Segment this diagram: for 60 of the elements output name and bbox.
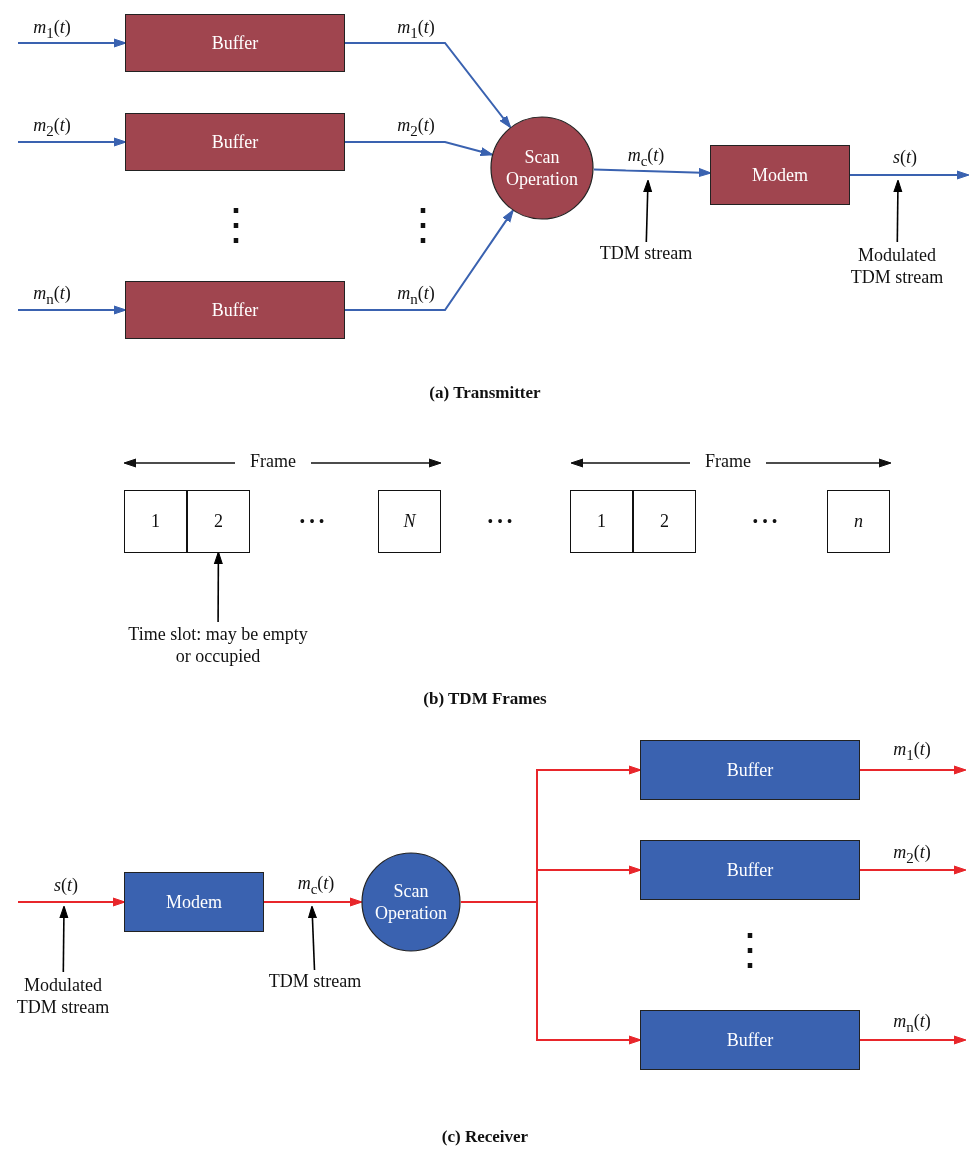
- arrow: [344, 42, 512, 129]
- ellipsis-dots: ⋮: [400, 200, 446, 250]
- arrow: [17, 137, 127, 147]
- node-label: Scan Operation: [374, 879, 448, 925]
- node-label: Buffer: [211, 299, 259, 321]
- edge-label: s(t): [52, 876, 80, 896]
- ellipsis-dots: • • •: [486, 513, 514, 531]
- figure-caption: (b) TDM Frames: [421, 689, 549, 709]
- process-box: [125, 113, 345, 171]
- annotation-text: Time slot: may be empty or occupied: [126, 622, 310, 670]
- arrow: [17, 38, 127, 48]
- leader-line: [643, 179, 653, 243]
- arrow: [849, 170, 970, 180]
- arrow: [344, 141, 494, 157]
- process-box: [125, 14, 345, 72]
- node-label: Buffer: [726, 1029, 774, 1051]
- arrow: [17, 305, 127, 315]
- arrow: [859, 765, 967, 775]
- arrow: [263, 897, 363, 907]
- process-box: [124, 872, 264, 932]
- arrow: [593, 168, 712, 178]
- ellipsis-dots: ⋮: [727, 925, 773, 975]
- process-box: [640, 740, 860, 800]
- node-label: Buffer: [211, 131, 259, 153]
- ellipsis-dots: ⋮: [213, 200, 259, 250]
- annotation-text: TDM stream: [590, 242, 702, 266]
- time-slot-box: 1: [124, 490, 187, 553]
- annotation-text: TDM stream: [258, 970, 372, 994]
- node-label: Modem: [166, 891, 222, 913]
- leader-line: [893, 179, 903, 243]
- edge-label: m$_{c}$(t): [625, 146, 667, 170]
- annotation-text: Modulated TDM stream: [4, 972, 122, 1022]
- node-label: Buffer: [726, 759, 774, 781]
- ellipsis-dots: • • •: [751, 513, 779, 531]
- process-box: [640, 840, 860, 900]
- arrow: [344, 209, 514, 311]
- leader-line: [59, 905, 69, 973]
- annotation-text: Modulated TDM stream: [838, 242, 956, 292]
- node-label: Buffer: [211, 32, 259, 54]
- process-box: [710, 145, 850, 205]
- time-slot-box: N: [378, 490, 441, 553]
- figure-caption: (c) Receiver: [439, 1127, 531, 1147]
- ellipsis-dots: • • •: [298, 513, 326, 531]
- arrow: [17, 897, 126, 907]
- edge-label: s(t): [891, 148, 919, 168]
- leader-line: [307, 905, 317, 971]
- process-box: [125, 281, 345, 339]
- time-slot-box: 2: [187, 490, 250, 553]
- time-slot-box: 1: [570, 490, 633, 553]
- process-box: [640, 1010, 860, 1070]
- arrow: [460, 901, 642, 1045]
- node-label: Scan Operation: [505, 145, 579, 191]
- node-label: Buffer: [726, 859, 774, 881]
- arrow: [859, 1035, 967, 1045]
- figure-caption: (a) Transmitter: [427, 383, 543, 403]
- time-slot-box: 2: [633, 490, 696, 553]
- time-slot-box: n: [827, 490, 890, 553]
- arrow: [859, 865, 967, 875]
- node-label: Modem: [752, 164, 808, 186]
- leader-line: [213, 551, 223, 623]
